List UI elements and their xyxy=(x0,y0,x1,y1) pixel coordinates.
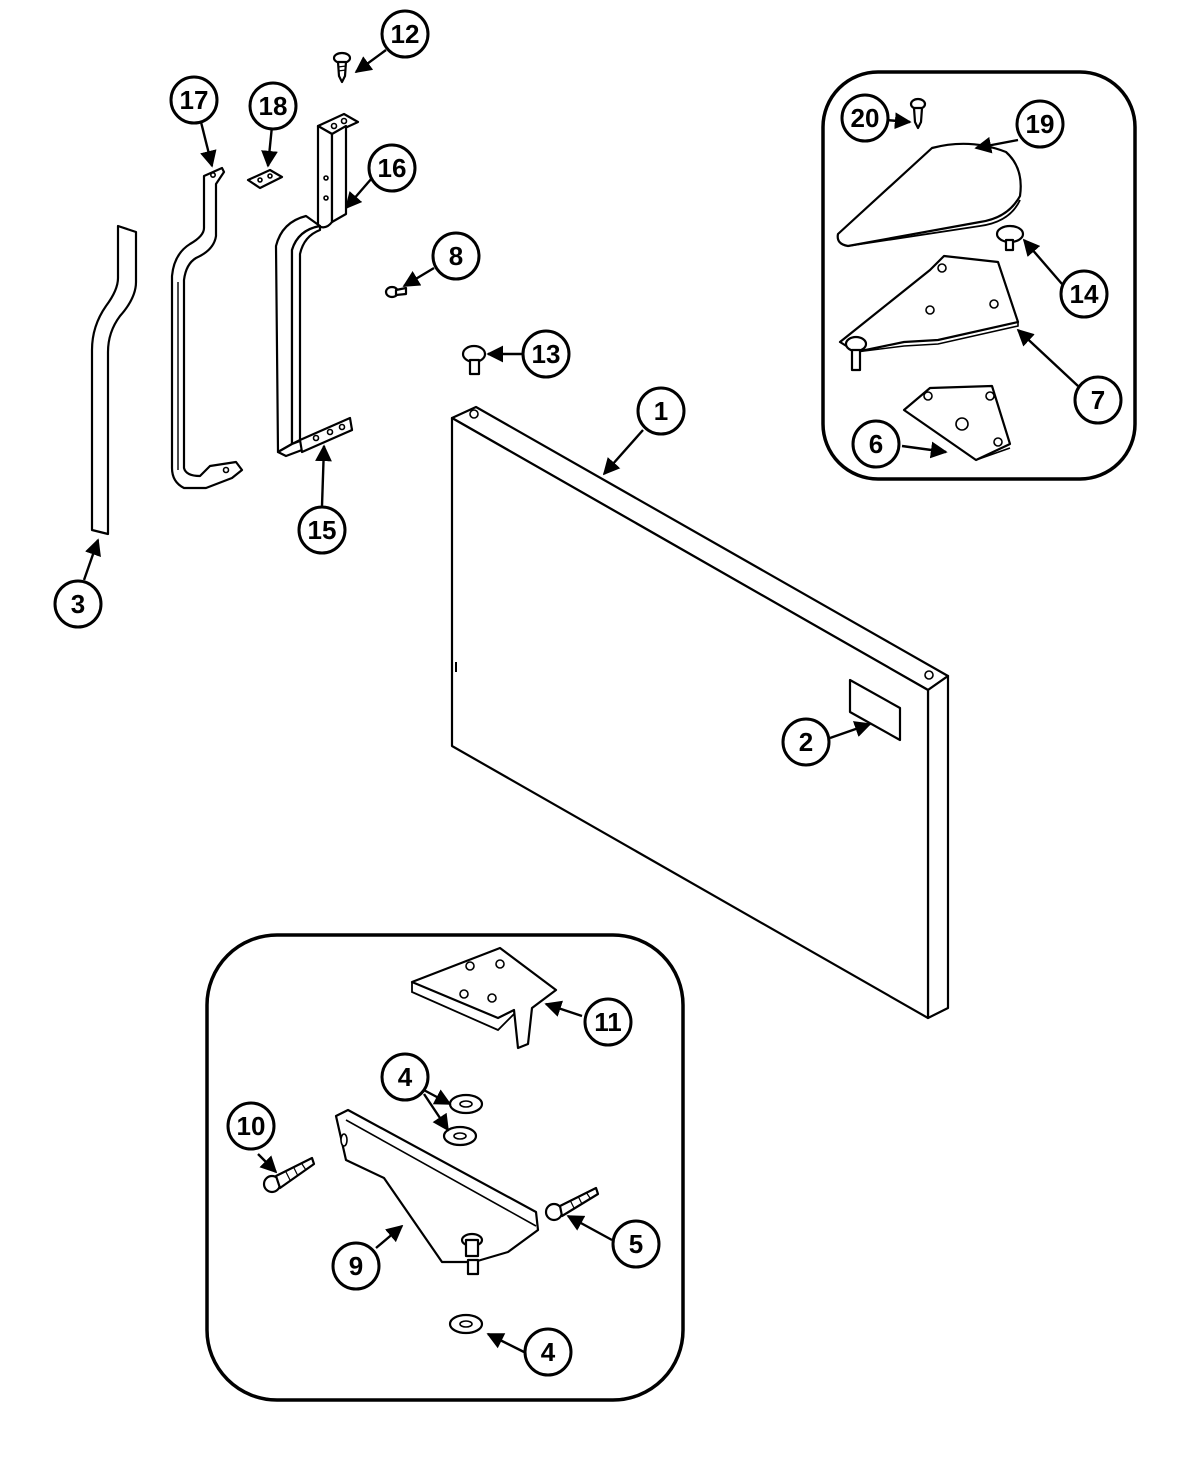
callout-9: 9 xyxy=(331,1241,381,1291)
door-panel-part xyxy=(450,405,950,1020)
hinge-plug-part xyxy=(995,224,1025,252)
callout-9-label: 9 xyxy=(349,1251,363,1281)
callout-13: 13 xyxy=(521,329,571,379)
screw-10-part xyxy=(262,1156,316,1194)
screw-20-part xyxy=(909,97,927,130)
callout-12: 12 xyxy=(380,9,430,59)
washer-mid-part xyxy=(442,1125,478,1147)
door-label-part xyxy=(848,678,902,742)
callout-8-label: 8 xyxy=(449,241,463,271)
callout-6-label: 6 xyxy=(869,429,883,459)
washer-top-part xyxy=(448,1093,484,1115)
callout-1: 1 xyxy=(636,386,686,436)
handle-bracket-part xyxy=(170,166,244,490)
callout-16: 16 xyxy=(367,143,417,193)
callout-5: 5 xyxy=(611,1219,661,1269)
callout-4-bottom: 4 xyxy=(523,1327,573,1377)
callout-3-label: 3 xyxy=(71,589,85,619)
callout-15-label: 15 xyxy=(308,515,337,545)
callout-8: 8 xyxy=(431,231,481,281)
mounting-bracket-part xyxy=(316,112,360,229)
leader-lines xyxy=(82,49,1079,1354)
top-hinge-part xyxy=(838,254,1020,372)
screw-8-part xyxy=(384,285,408,299)
lower-hinge-detail-frame xyxy=(205,933,685,1402)
callout-20-label: 20 xyxy=(851,103,880,133)
callout-20: 20 xyxy=(840,93,890,143)
callout-17-label: 17 xyxy=(180,85,209,115)
callout-19: 19 xyxy=(1015,99,1065,149)
spacer-plate-part xyxy=(246,168,284,190)
handle-trim-part xyxy=(90,224,138,536)
callout-7: 7 xyxy=(1073,375,1123,425)
channel-bracket-part xyxy=(274,214,354,458)
callout-7-label: 7 xyxy=(1091,385,1105,415)
callout-4-top-label: 4 xyxy=(398,1062,413,1092)
callout-18: 18 xyxy=(248,81,298,131)
callout-6: 6 xyxy=(851,419,901,469)
callout-2: 2 xyxy=(781,717,831,767)
callout-5-label: 5 xyxy=(629,1229,643,1259)
callout-2-label: 2 xyxy=(799,727,813,757)
callout-13-label: 13 xyxy=(532,339,561,369)
callout-19-label: 19 xyxy=(1026,109,1055,139)
callout-11: 11 xyxy=(583,997,633,1047)
callout-14: 14 xyxy=(1059,269,1109,319)
callout-12-label: 12 xyxy=(391,19,420,49)
callout-17: 17 xyxy=(169,75,219,125)
hinge-cover-part xyxy=(836,142,1022,248)
hinge-shim-part xyxy=(902,384,1012,462)
callout-10-label: 10 xyxy=(237,1111,266,1141)
callout-4-bottom-label: 4 xyxy=(541,1337,556,1367)
washer-bottom-part xyxy=(448,1313,484,1335)
screw-5-part xyxy=(544,1186,600,1222)
callout-15: 15 xyxy=(297,505,347,555)
callout-11-label: 11 xyxy=(594,1007,622,1037)
callout-4-top: 4 xyxy=(380,1052,430,1102)
callout-14-label: 14 xyxy=(1070,279,1099,309)
screw-12-part xyxy=(332,51,352,84)
bottom-hinge-part xyxy=(334,1108,540,1276)
callout-18-label: 18 xyxy=(259,91,288,121)
upper-hinge-detail-frame xyxy=(821,70,1137,481)
plug-button-part xyxy=(461,344,487,376)
callout-10: 10 xyxy=(226,1101,276,1151)
callout-3: 3 xyxy=(53,579,103,629)
callout-16-label: 16 xyxy=(378,153,407,183)
center-hinge-bracket-part xyxy=(410,946,558,1050)
callout-1-label: 1 xyxy=(654,396,668,426)
